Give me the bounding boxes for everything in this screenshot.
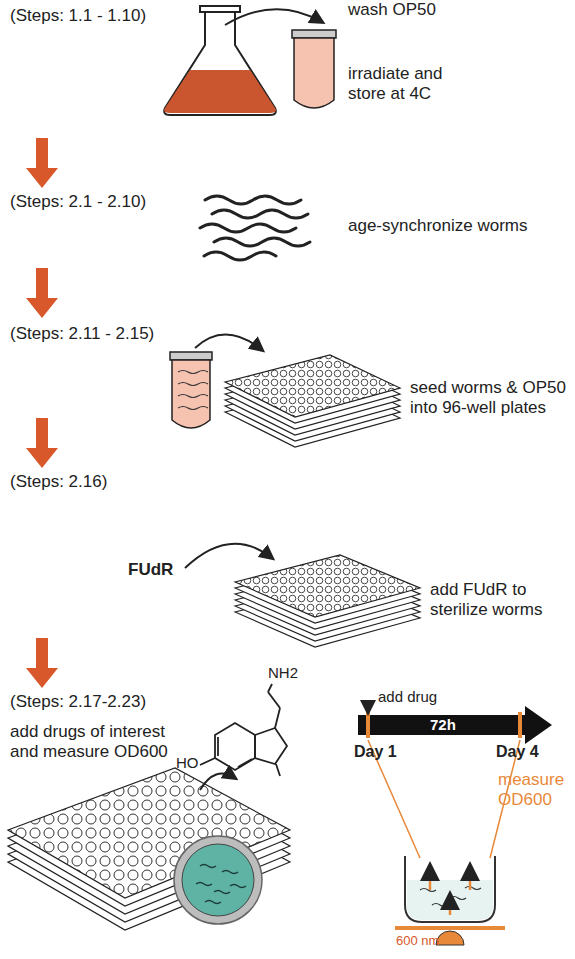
step-caption: seed worms & OP50 into 96-well plates (410, 378, 570, 419)
duration-label: 72h (430, 715, 456, 735)
chem-label: NH2 (268, 664, 298, 682)
step-range: (Steps: 2.1 - 2.10) (10, 192, 146, 212)
step-caption: add FUdR to sterilize worms (430, 580, 570, 621)
step-caption: irradiate and store at 4C (348, 64, 473, 105)
step-range: (Steps: 1.1 - 1.10) (10, 6, 146, 26)
wavelength-label: 600 nm (396, 933, 439, 949)
day-label: Day 4 (496, 742, 539, 761)
step-range: (Steps: 2.11 - 2.15) (10, 324, 154, 344)
step-caption: age-synchronize worms (348, 216, 548, 236)
measure-label: measure OD600 (498, 770, 570, 811)
timeline-label: add drug (378, 688, 437, 706)
step-caption: add drugs of interest and measure OD600 (10, 722, 195, 763)
day-label: Day 1 (354, 742, 397, 761)
step-caption: wash OP50 (348, 0, 436, 20)
step-range: (Steps: 2.17-2.23) (10, 692, 146, 712)
step-range: (Steps: 2.16) (10, 472, 107, 492)
chem-label: HO (176, 754, 199, 772)
reagent-name: FUdR (128, 560, 173, 580)
